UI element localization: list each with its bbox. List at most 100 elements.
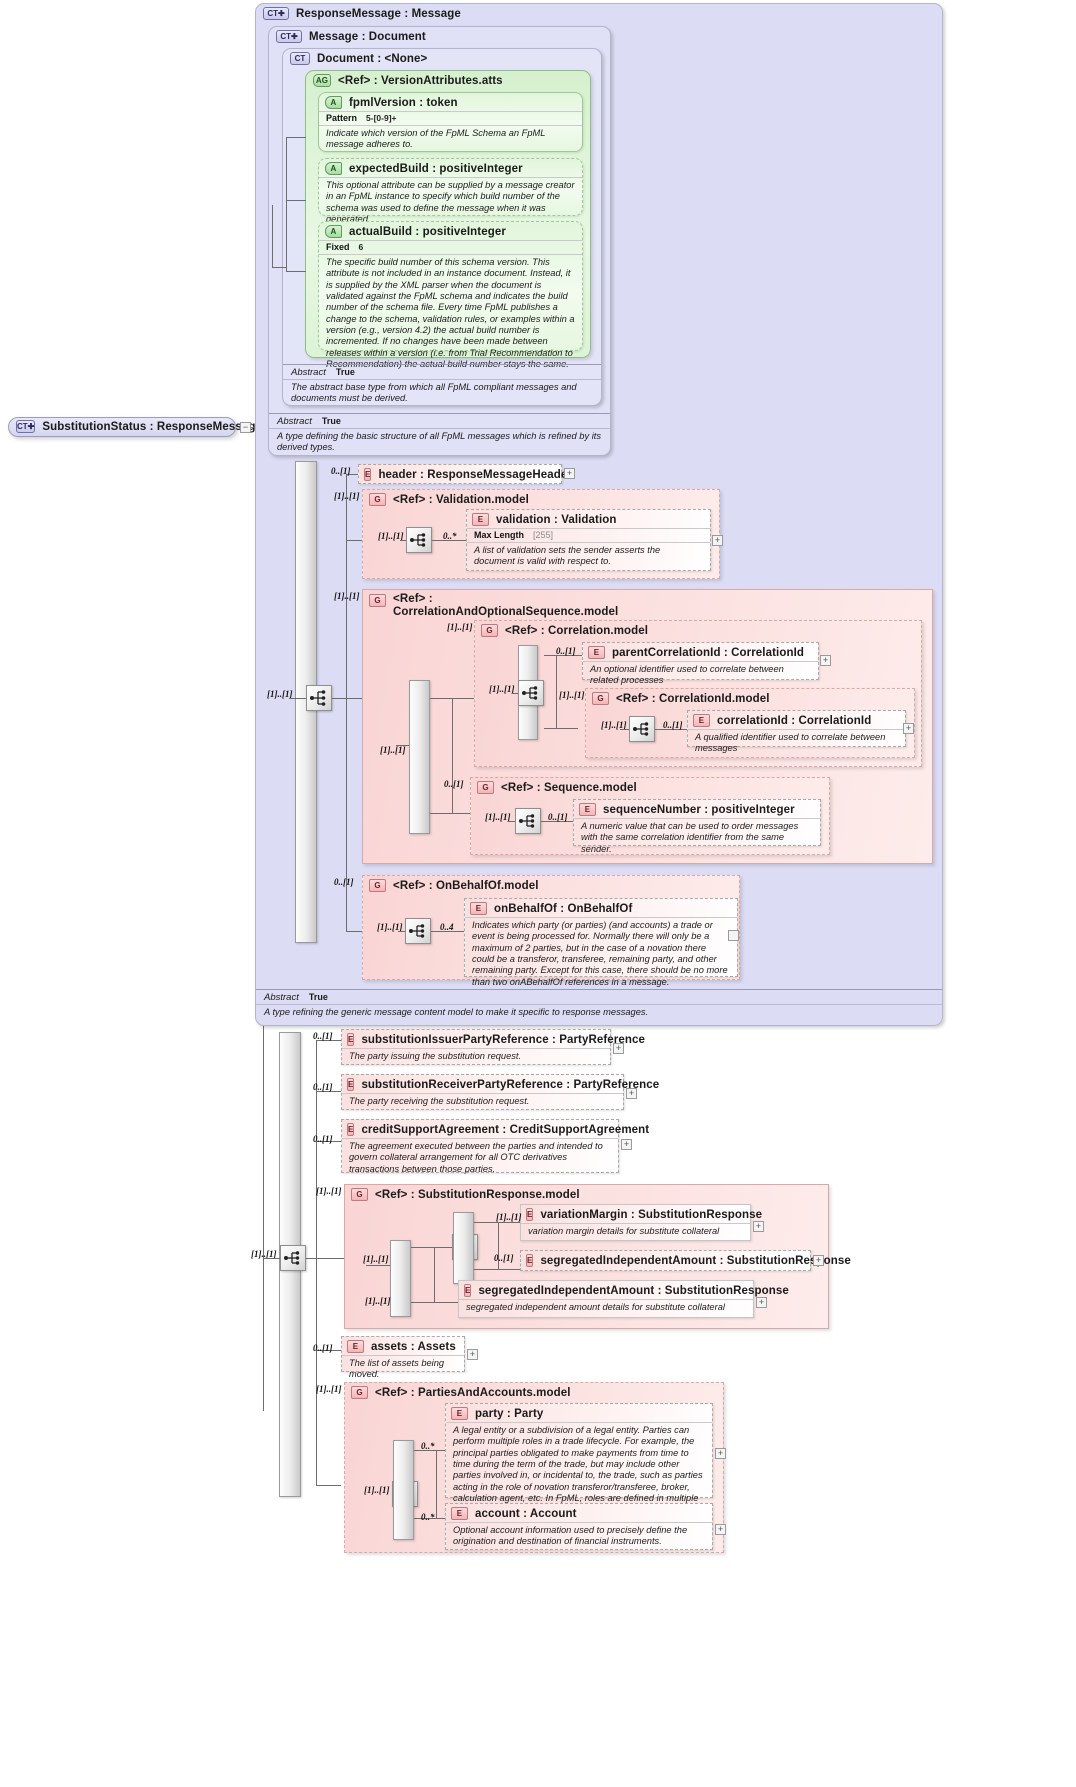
message-sequence-icon[interactable] [306,685,332,711]
type-response-message-label: ResponseMessage : Message [296,7,461,20]
corr-b1 [544,655,556,656]
attr-tree-stem [272,205,273,267]
element-party-expander[interactable]: + [715,1448,726,1459]
element-substitutionreceiver-expander[interactable]: + [626,1088,637,1099]
substresp-o2 [434,1302,458,1303]
element-substitutionreceiverpartyreference[interactable]: E substitutionReceiverPartyReference : P… [341,1074,659,1110]
group-icon: G [351,1188,368,1201]
onbehalfof-inner-occurrence: [1]..[1] [377,922,403,932]
element-icon: E [526,1208,534,1221]
abstract-label: Abstract [291,367,326,378]
element-validation[interactable]: E validation : Validation Max Length[255… [466,509,711,571]
element-segregated-b-label: segregatedIndependentAmount : Substituti… [478,1284,789,1297]
element-creditsupport-expander[interactable]: + [621,1139,632,1150]
element-correlationid[interactable]: E correlationId : CorrelationId A qualif… [687,710,906,753]
substresp-ib2 [474,1269,498,1270]
element-assets-label: assets : Assets [371,1340,456,1353]
element-segregated-a-occurrence: 0..[1] [494,1253,514,1263]
attribute-icon: A [325,96,342,109]
group-icon: G [369,493,386,506]
group-icon: G [351,1386,368,1399]
correlationid-sequence-icon[interactable] [629,716,655,742]
element-segregated-a-expander[interactable]: + [813,1255,824,1266]
element-validation-facet: Max Length[255] [467,528,710,542]
element-validation-occurrence: 0..* [443,531,457,541]
element-substitutionissuer-expander[interactable]: + [613,1043,624,1054]
group-correlation-label: <Ref> : Correlation.model [505,624,649,637]
element-icon: E [693,714,710,727]
msgseq-out [332,698,346,699]
sequence-model-sequence-icon[interactable] [515,808,541,834]
group-icon: G [481,624,498,637]
substresp-inner-occurrence: [1]..[1] [363,1254,389,1264]
root-expander[interactable]: − [240,422,251,433]
element-assets-occurrence: 0..[1] [313,1343,333,1353]
element-party[interactable]: E party : Party A legal entity or a subd… [445,1403,713,1514]
attribute-fpmlversion-description: Indicate which version of the FpML Schem… [319,125,582,154]
element-party-label: party : Party [475,1407,544,1420]
element-party-occurrence: 0..* [421,1441,435,1451]
facet-value: 5-[0-9]+ [366,113,397,123]
element-substitutionissuerpartyreference[interactable]: E substitutionIssuerPartyReference : Par… [341,1029,645,1065]
corrseq-out1 [452,698,474,699]
element-variationmargin[interactable]: E variationMargin : SubstitutionResponse… [520,1204,762,1241]
element-parentcorrelationid[interactable]: E parentCorrelationId : CorrelationId An… [582,642,819,685]
group-onbehalfof-occurrence: 0..[1] [334,877,354,887]
onbehalfof-sequence-icon[interactable] [405,918,431,944]
group-partiesandaccounts-occurrence: [1]..[1] [316,1384,342,1394]
element-variationmargin-expander[interactable]: + [753,1221,764,1232]
pa-b2 [414,1518,436,1519]
attribute-expectedbuild[interactable]: A expectedBuild : positiveInteger This o… [318,158,583,224]
corrseq-bar [409,680,430,834]
group-correlation-occurrence: [1]..[1] [447,622,473,632]
element-assets[interactable]: E assets : Assets The list of assets bei… [341,1336,465,1379]
attribute-actualbuild-label: actualBuild : positiveInteger [349,225,506,238]
subseq-br4 [316,1258,344,1259]
subseq-br6 [316,1485,341,1486]
element-header-expander[interactable]: + [564,468,575,479]
subseq-in [263,1258,280,1259]
substresp-bar-in [366,1265,390,1266]
substresp-ib1 [474,1222,498,1223]
element-segregatedindependentamount-b[interactable]: E segregatedIndependentAmount : Substitu… [458,1280,789,1318]
element-substitutionreceiver-occurrence: 0..[1] [313,1082,333,1092]
group-partiesandaccounts-label: <Ref> : PartiesAndAccounts.model [375,1386,571,1399]
element-assets-expander[interactable]: + [467,1349,478,1360]
partiesaccounts-inner-occurrence: [1]..[1] [364,1485,390,1495]
element-sequencenumber[interactable]: E sequenceNumber : positiveInteger A num… [573,799,821,854]
element-segregatedindependentamount-a[interactable]: E segregatedIndependentAmount : Substitu… [520,1250,851,1271]
element-parentcorrelationid-description: An optional identifier used to correlate… [583,661,818,690]
correlation-inner-occurrence: [1]..[1] [489,684,515,694]
substitution-sequence-icon[interactable] [280,1245,306,1271]
element-account-expander[interactable]: + [715,1524,726,1535]
element-header[interactable]: E header : ResponseMessageHeader [358,464,572,484]
complextype-icon: CT✚ [276,30,302,43]
element-creditsupportagreement[interactable]: E creditSupportAgreement : CreditSupport… [341,1119,649,1174]
element-icon: E [347,1033,355,1046]
element-sequencenumber-description: A numeric value that can be used to orde… [574,818,820,858]
subseq-spine [316,1040,317,1485]
substresp-bar [390,1240,411,1317]
element-onbehalfof-expander[interactable] [728,930,739,941]
element-icon: E [464,1284,472,1297]
validation-inner-occurrence: [1]..[1] [378,531,404,541]
element-account[interactable]: E account : Account Optional account inf… [445,1503,713,1550]
validation-sequence-icon[interactable] [406,527,432,553]
abstract-value: True [335,367,355,377]
group-validation-occurrence: [1]..[1] [334,491,360,501]
element-onbehalfof[interactable]: E onBehalfOf : OnBehalfOf Indicates whic… [464,898,738,987]
root-node[interactable]: CT✚ SubstitutionStatus : ResponseMessage [8,417,262,437]
element-correlationid-expander[interactable]: + [903,723,914,734]
element-validation-expander[interactable]: + [712,535,723,546]
element-parentcorrelationid-expander[interactable]: + [820,655,831,666]
correlation-sequence-icon[interactable] [518,680,544,706]
group-icon: G [592,692,609,705]
attribute-group-icon: AG [313,74,331,87]
element-segregated-b-expander[interactable]: + [756,1297,767,1308]
element-correlationid-label: correlationId : CorrelationId [717,714,872,727]
